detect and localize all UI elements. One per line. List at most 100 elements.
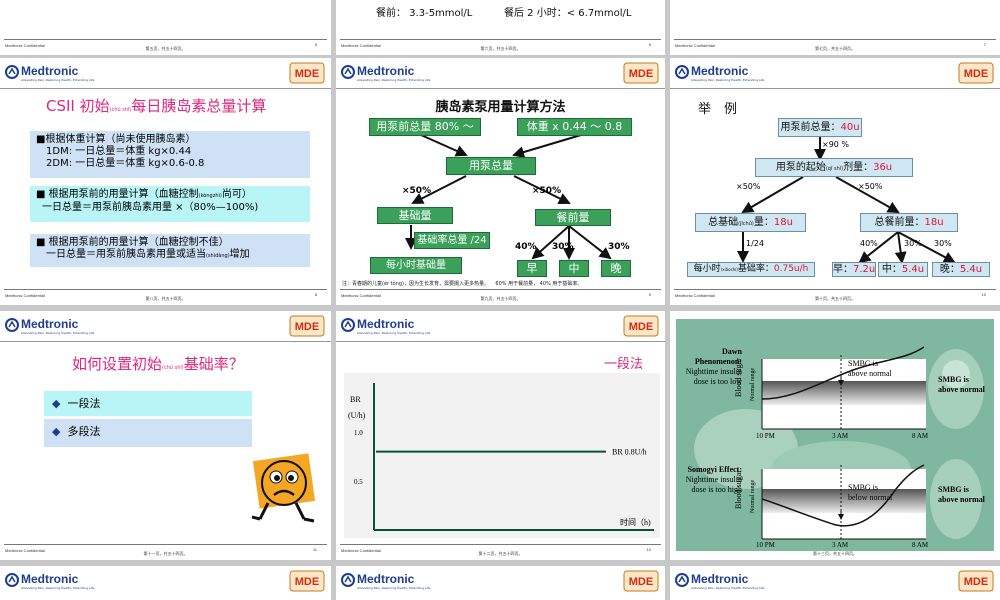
dinner-pct: 30% bbox=[934, 239, 952, 248]
pump-total-box: 用泵总量 bbox=[446, 157, 536, 175]
row-separator bbox=[0, 560, 1000, 566]
slide-title: CSII 初始(chū shǐ)每日胰岛素总量计算 bbox=[46, 97, 267, 115]
svg-text:MDE: MDE bbox=[629, 576, 653, 588]
slide-thumbnail[interactable]: Dawn Phenomenon: Nighttime insulin dose … bbox=[670, 311, 1000, 560]
footer-confidential: Medtronic Confidential bbox=[5, 548, 45, 553]
normal-range-label: Normal range bbox=[750, 479, 756, 513]
medtronic-logo: Medtronic Alleviating Pain, Restoring He… bbox=[5, 317, 94, 337]
footer-page: 第九页，共五十四页。 bbox=[480, 296, 521, 301]
lunch-pct: 30% bbox=[552, 242, 574, 252]
footer-confidential: Medtronic Confidential bbox=[341, 548, 381, 553]
slide-footer: Medtronic Confidential 第十一页，共五十四页。 11 bbox=[0, 544, 331, 560]
hourly-basal-box: 每小时基础量 bbox=[370, 257, 462, 274]
time-8am: 8 AM bbox=[912, 541, 929, 549]
slide-thumbnail[interactable]: 餐前： 3.3-5mmol/L 餐后 2 小时：< 6.7mmol/L Medt… bbox=[336, 0, 665, 55]
slide-thumbnail[interactable]: Medtronic Alleviating Pain, Restoring He… bbox=[336, 566, 665, 600]
medtronic-logo: Medtronic Alleviating Pain, Restoring He… bbox=[341, 572, 430, 592]
lunch-pct: 30% bbox=[904, 239, 922, 248]
slide-number: 7 bbox=[983, 42, 986, 47]
fasting-target-text: 餐前： 3.3-5mmol/L bbox=[376, 8, 473, 19]
medtronic-logo: Medtronic Alleviating Pain, Restoring He… bbox=[341, 64, 430, 84]
medtronic-logo: Medtronic Alleviating Pain, Restoring He… bbox=[675, 64, 764, 84]
normal-range-label: Normal range bbox=[750, 367, 756, 401]
row-separator bbox=[0, 305, 1000, 311]
hourly-basal-box: 每小时(xiǎoshí)基础率：0.75u/h bbox=[687, 262, 815, 277]
slide-thumbnail[interactable]: Medtronic Alleviating Pain, Restoring He… bbox=[670, 566, 1000, 600]
slide-thumbnail[interactable]: Medtronic Alleviating Pain, Restoring He… bbox=[0, 58, 331, 305]
slide-footer: 第十三页，共五十四页。 bbox=[670, 544, 1000, 560]
footer-confidential: Medtronic Confidential bbox=[5, 43, 45, 48]
footer-page: 第五页，共五十四页。 bbox=[145, 46, 186, 51]
start-dose-box: 用泵的起始(qǐ shǐ)剂量：36u bbox=[755, 158, 913, 177]
breakfast-box: 早：7.2u bbox=[832, 262, 876, 277]
y-axis-label: Blood sugar bbox=[734, 358, 743, 397]
logo-text: Medtronic bbox=[691, 572, 749, 586]
slide-number: 8 bbox=[314, 292, 317, 297]
slide-thumbnail[interactable]: Medtronic Confidential 第五页，共五十四页。 5 bbox=[0, 0, 331, 55]
slide-number: 9 bbox=[648, 292, 651, 297]
y-axis-label: BR bbox=[350, 395, 361, 404]
slide-footer: Medtronic Confidential 第九页，共五十四页。 9 bbox=[336, 289, 665, 305]
logo-text: Medtronic bbox=[691, 64, 749, 78]
medtronic-logo: Medtronic Alleviating Pain, Restoring He… bbox=[341, 317, 430, 337]
somogyi-caption: Somogyi Effect: Nighttime insulin dose i… bbox=[685, 465, 742, 494]
column-separator bbox=[665, 0, 670, 600]
left-50-label: ×50% bbox=[402, 186, 432, 196]
footer-page: 第十一页，共五十四页。 bbox=[143, 551, 188, 556]
mde-badge: MDE bbox=[289, 315, 325, 341]
total-basal-box: 总基础(jīchǔ)量：18u bbox=[695, 213, 806, 232]
illustration-panel: Dawn Phenomenon: Nighttime insulin dose … bbox=[676, 319, 994, 551]
mde-badge: MDE bbox=[623, 315, 659, 341]
slide-number: 6 bbox=[648, 42, 651, 47]
left-50-label: ×50% bbox=[736, 182, 761, 191]
x-axis-label: 时间（h) bbox=[620, 517, 651, 527]
method-item-multi: ◆ 多段法 bbox=[44, 419, 252, 447]
footer-confidential: Medtronic Confidential bbox=[341, 293, 381, 298]
time-3am: 3 AM bbox=[832, 541, 849, 549]
mde-badge: MDE bbox=[623, 62, 659, 88]
mde-badge: MDE bbox=[958, 62, 994, 88]
footer-page: 第六页，共五十四页。 bbox=[480, 46, 521, 51]
logo-tagline: Alleviating Pain, Restoring Health, Exte… bbox=[357, 586, 431, 590]
postprandial-target-text: 餐后 2 小时：< 6.7mmol/L bbox=[504, 8, 632, 19]
y-axis-label: Blood sugar bbox=[734, 470, 743, 509]
time-10pm: 10 PM bbox=[756, 541, 775, 549]
slide-thumbnail[interactable]: Medtronic Alleviating Pain, Restoring He… bbox=[336, 58, 665, 305]
slide-title: 如何设置初始(chū shǐ)基础率？ bbox=[72, 355, 244, 373]
logo-tagline: Alleviating Pain, Restoring Health, Exte… bbox=[21, 586, 95, 590]
row-separator bbox=[0, 55, 1000, 58]
flow-arrows bbox=[737, 137, 956, 264]
svg-text:MDE: MDE bbox=[964, 576, 988, 588]
logo-text: Medtronic bbox=[21, 64, 79, 78]
one-24th-label: 1/24 bbox=[746, 239, 764, 248]
ninety-pct-label: ×90 % bbox=[822, 140, 850, 149]
footer-confidential: Medtronic Confidential bbox=[5, 293, 45, 298]
dinner-pct: 30% bbox=[608, 242, 630, 252]
slide-number: 10 bbox=[981, 292, 986, 297]
logo-tagline: Alleviating Pain, Restoring Health, Exte… bbox=[21, 78, 95, 82]
slide-title: 举 例 bbox=[698, 102, 738, 117]
slide-thumbnail[interactable]: Medtronic Alleviating Pain, Restoring He… bbox=[0, 566, 331, 600]
slide-footer: Medtronic Confidential 第八页，共五十四页。 8 bbox=[0, 289, 331, 305]
svg-text:MDE: MDE bbox=[629, 68, 653, 80]
medtronic-logo: Medtronic Alleviating Pain, Restoring He… bbox=[5, 572, 94, 592]
breakfast-pct: 40% bbox=[515, 242, 537, 252]
medtronic-logo: Medtronic Alleviating Pain, Restoring He… bbox=[5, 64, 94, 84]
footer-confidential: Medtronic Confidential bbox=[341, 43, 381, 48]
slide-thumbnail[interactable]: Medtronic Confidential 第七页，共五十四页。 7 bbox=[670, 0, 1000, 55]
y-tick-1: 1.0 bbox=[354, 429, 363, 437]
slide-title: 一段法 bbox=[603, 357, 643, 372]
mde-badge: MDE bbox=[289, 62, 325, 88]
svg-text:MDE: MDE bbox=[629, 321, 653, 333]
svg-text:MDE: MDE bbox=[295, 321, 319, 333]
prepump-poor-box: ■ 根据用泵前的用量计算（血糖控制不佳） 一日总量＝用泵前胰岛素用量或适当(sh… bbox=[30, 234, 310, 267]
prepump-total-box: 用泵前总量 80% ～ bbox=[369, 118, 481, 136]
slide-thumbnail[interactable]: Medtronic Alleviating Pain, Restoring He… bbox=[0, 311, 331, 560]
slide-thumbnail[interactable]: Medtronic Alleviating Pain, Restoring He… bbox=[670, 58, 1000, 305]
footer-confidential: Medtronic Confidential bbox=[675, 293, 715, 298]
footer-page: 第七页，共五十四页。 bbox=[815, 46, 855, 51]
svg-text:MDE: MDE bbox=[964, 68, 988, 80]
slide-thumbnail[interactable]: Medtronic Alleviating Pain, Restoring He… bbox=[336, 311, 665, 560]
